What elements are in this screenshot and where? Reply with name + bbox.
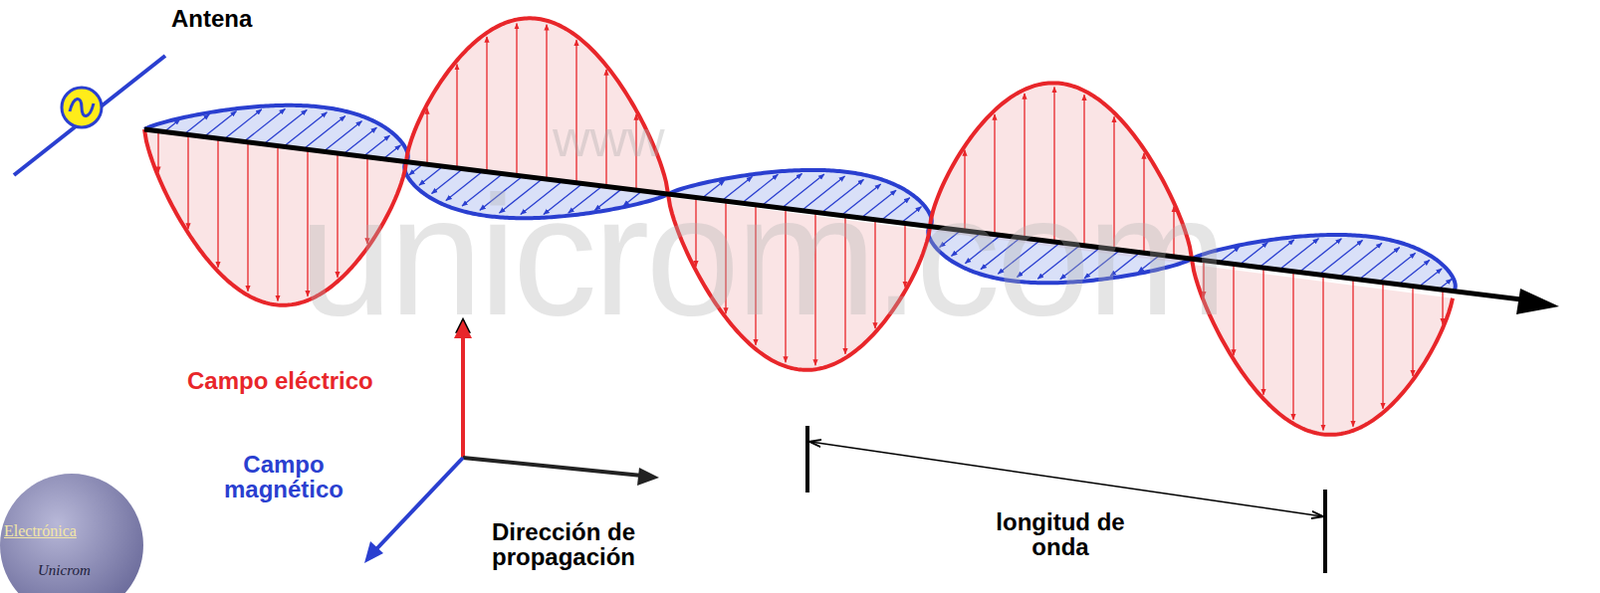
propagation-label: Dirección de propagación (463, 519, 664, 570)
antenna-label: Antena (171, 5, 252, 31)
magnetic-vector (1378, 252, 1416, 282)
magnetic-axis (376, 457, 463, 550)
electric-vector (1352, 278, 1354, 428)
wavelength-tick (1323, 489, 1328, 574)
wavelength-line (810, 442, 1323, 517)
magnetic-vector (1299, 238, 1342, 273)
electric-vector (485, 36, 487, 173)
propagation-axis-head (637, 467, 660, 486)
electric-vector (187, 134, 189, 229)
propagation-axis (462, 457, 643, 476)
magnetic-vector (1418, 268, 1442, 287)
watermark: www (552, 111, 666, 167)
electric-vector (246, 142, 248, 292)
electric-vector (456, 64, 458, 169)
electric-vector (217, 138, 219, 268)
electric-vector (1322, 274, 1324, 431)
magnetic-vector (1279, 238, 1319, 270)
electric-vector (1411, 286, 1413, 377)
wave-layer (144, 17, 1560, 436)
wavelength-tick (805, 426, 810, 493)
sine-symbol (69, 98, 94, 116)
electric-field-label: Campo eléctrico (187, 368, 374, 394)
electric-vector (1232, 263, 1234, 356)
magnetic-vector (1319, 239, 1363, 275)
magnetic-vector (1339, 242, 1382, 277)
propagation-arrowhead (1516, 288, 1560, 315)
magnetic-vector (323, 121, 362, 153)
magnetic-vector (1359, 247, 1400, 280)
magnetic-vector (303, 116, 346, 150)
magnetic-vector (263, 109, 307, 144)
magnetic-vector (243, 108, 285, 142)
watermark: unicrom.com (298, 167, 1224, 346)
magnetic-vector (363, 135, 390, 157)
logo-badge (0, 473, 144, 593)
logo-text: Electrónica (3, 523, 77, 541)
electric-vector (1441, 289, 1443, 325)
electric-vector (1381, 282, 1383, 410)
magnetic-field-label: Campo magnético (209, 452, 359, 502)
electric-vector (515, 23, 517, 177)
magnetic-vector (224, 109, 262, 140)
electric-vector (276, 146, 278, 302)
electric-vector (426, 108, 428, 165)
logo-text: Unicrom (37, 563, 91, 580)
electric-vector (1262, 267, 1264, 396)
electric-vector (545, 24, 547, 180)
antenna-wire (13, 55, 166, 176)
magnetic-vector (283, 112, 327, 147)
magnetic-vector (1259, 239, 1295, 268)
electric-vector (1292, 271, 1294, 421)
source-symbol (61, 87, 102, 128)
electric-field-fill (144, 17, 1453, 436)
wavelength-label: longitud de onda (995, 509, 1126, 560)
magnetic-axis-head (364, 541, 384, 564)
magnetic-vector (1398, 259, 1430, 284)
electric-vector (157, 131, 159, 174)
electric-field-curve (144, 17, 1453, 436)
